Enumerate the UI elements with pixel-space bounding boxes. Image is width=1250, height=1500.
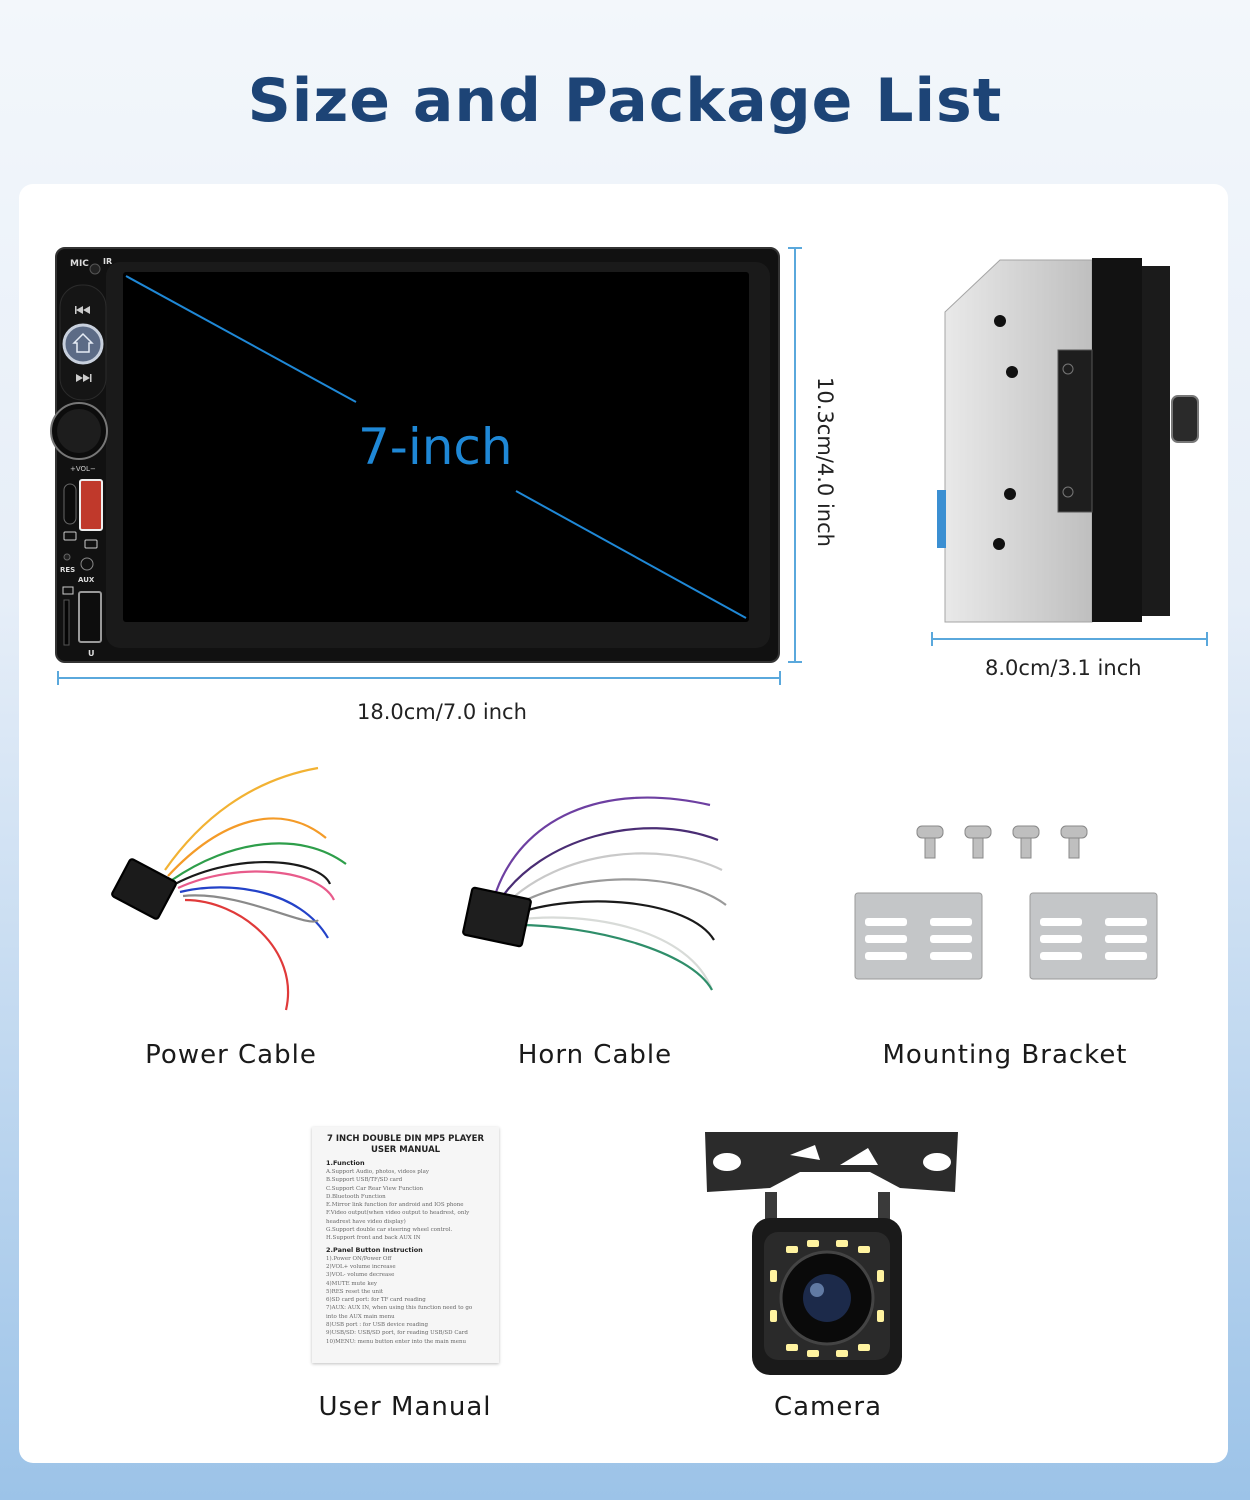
manual-line: B.Support USB/TF/SD card — [326, 1177, 403, 1184]
manual-line: 6)SD card port: for TF card reading — [326, 1297, 426, 1304]
mounting-bracket-caption: Mounting Bracket — [882, 1040, 1128, 1070]
manual-line: C.Support Car Rear View Function — [326, 1185, 424, 1192]
head-unit-side-view — [937, 258, 1199, 623]
usb-port-icon[interactable] — [79, 479, 103, 531]
power-cable-image — [111, 766, 347, 1011]
page-title: Size and Package List — [247, 66, 1003, 136]
prev-track-icon[interactable] — [75, 306, 90, 314]
width-dimension-line — [57, 671, 781, 685]
height-dimension-label: 10.3cm/4.0 inch — [813, 377, 837, 547]
horn-cable-image — [462, 796, 727, 991]
manual-line: 2)VOL+ volume increase — [326, 1263, 396, 1270]
aux-jack-icon[interactable] — [80, 557, 94, 571]
manual-title-line1: 7 INCH DOUBLE DIN MP5 PLAYER — [326, 1134, 485, 1144]
manual-line: 10)MENU: menu button enter into the main… — [326, 1338, 467, 1345]
manual-line: 9)USB/SD: USB/SD port, for reading USB/S… — [326, 1330, 468, 1337]
next-track-icon[interactable] — [76, 374, 92, 382]
depth-dimension-line — [931, 632, 1208, 646]
manual-line: 8)USB port : for USB device reading — [326, 1322, 429, 1329]
user-manual-image: 7 INCH DOUBLE DIN MP5 PLAYER USER MANUAL… — [312, 1127, 499, 1363]
screen-size-label: 7-inch — [358, 418, 513, 476]
home-icon[interactable] — [62, 323, 104, 365]
usb-label: U — [88, 649, 95, 658]
manual-line: 7)AUX: AUX IN, when using this function … — [326, 1305, 473, 1312]
manual-section-function: 1.Function — [326, 1159, 365, 1167]
camera-caption: Camera — [773, 1392, 883, 1422]
ir-label: IR — [103, 257, 112, 266]
horn-cable-caption: Horn Cable — [517, 1040, 673, 1070]
height-dimension-line — [788, 247, 802, 663]
manual-line: E.Mirror link function for android and I… — [326, 1202, 464, 1209]
manual-line: 5)RES reset the unit — [326, 1288, 384, 1295]
mic-label: MIC — [70, 259, 89, 269]
manual-line: G.Support double car steering wheel cont… — [326, 1227, 453, 1234]
camera-image — [705, 1132, 958, 1375]
aux-label: AUX — [78, 576, 95, 584]
res-label: RES — [60, 566, 75, 574]
mounting-bracket-image — [854, 825, 1158, 980]
manual-line: A.Support Audio, photos, videos play — [326, 1169, 429, 1175]
manual-line: F.Video output(when video output to head… — [326, 1210, 470, 1217]
manual-line: H.Support front and back AUX IN — [326, 1235, 421, 1242]
manual-line: D.Bluetooth Function — [326, 1193, 386, 1200]
volume-knob-icon[interactable] — [50, 402, 108, 460]
power-cable-caption: Power Cable — [145, 1040, 317, 1070]
type-c-port-icon[interactable] — [63, 483, 77, 525]
width-dimension-label: 18.0cm/7.0 inch — [357, 700, 527, 724]
manual-line: headrest have video display) — [326, 1218, 406, 1225]
manual-line: 1).Power ON/Power Off — [326, 1255, 392, 1262]
manual-line: 3)VOL- volume decrease — [326, 1272, 395, 1279]
vol-label: +VOL− — [70, 465, 96, 473]
user-manual-caption: User Manual — [318, 1392, 492, 1422]
manual-title-line2: USER MANUAL — [370, 1145, 441, 1155]
depth-dimension-label: 8.0cm/3.1 inch — [985, 656, 1142, 680]
usb-port-rear-icon[interactable] — [78, 591, 102, 643]
head-unit-front: MIC IR +VOL− RES AUX U — [50, 247, 780, 663]
manual-line: 4)MUTE mute key — [326, 1280, 378, 1287]
manual-section-panel: 2.Panel Button Instruction — [326, 1245, 423, 1254]
manual-line: into the AUX main menu — [326, 1313, 395, 1320]
